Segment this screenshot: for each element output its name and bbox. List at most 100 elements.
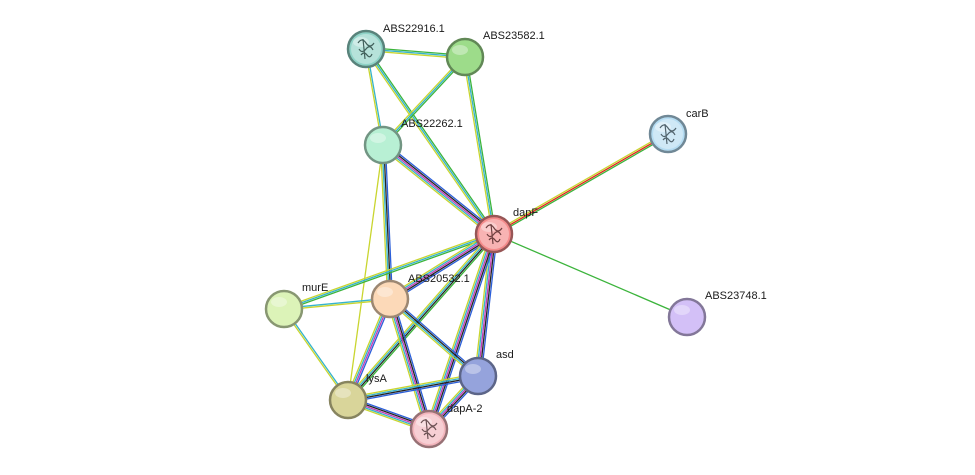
- edge-ABS20532.1-asd[interactable]: [387, 296, 481, 379]
- protein-structure-icon: [659, 123, 677, 145]
- edge-evidence-database: [426, 232, 494, 430]
- node-circle: [445, 37, 485, 77]
- node-ABS22262.1[interactable]: [363, 125, 403, 165]
- node-highlight: [416, 417, 432, 427]
- edge-evidence-cooccurrence: [390, 296, 481, 375]
- edge-evidence-experiments: [382, 144, 495, 235]
- edge-evidence-cooccurrence: [431, 234, 498, 431]
- edge-evidence-neighborhood: [366, 47, 496, 234]
- nodes-layer: [264, 29, 707, 449]
- edge-evidence-database: [347, 374, 479, 400]
- node-label-ABS20532.1: ABS20532.1: [408, 273, 470, 285]
- node-murE[interactable]: [264, 289, 304, 329]
- edge-evidence-cooccurrence: [480, 233, 498, 378]
- node-circle: [363, 125, 403, 165]
- edge-evidence-coexpression: [383, 144, 392, 300]
- node-label-ABS23748.1: ABS23748.1: [705, 290, 767, 302]
- edge-evidence-textmining: [492, 131, 668, 234]
- node-highlight: [481, 222, 497, 232]
- node-label-ABS22262.1: ABS22262.1: [401, 118, 463, 130]
- node-label-dapA-2: dapA-2: [447, 403, 482, 415]
- edge-evidence-coexpression: [347, 233, 496, 402]
- edge-ABS22262.1-dapF[interactable]: [380, 141, 497, 238]
- labels-layer: ABS22916.1ABS23582.1ABS22262.1carBdapFmu…: [302, 23, 767, 415]
- node-asd[interactable]: [458, 356, 498, 396]
- edge-evidence-textmining: [387, 300, 478, 379]
- edge-ABS23582.1-ABS22262.1[interactable]: [381, 55, 467, 147]
- node-highlight: [452, 45, 468, 55]
- node-label-ABS22916.1: ABS22916.1: [383, 23, 445, 35]
- edge-evidence-fusion: [493, 133, 669, 235]
- edge-evidence-coexpression: [389, 297, 480, 377]
- edge-carB-dapF[interactable]: [492, 131, 670, 237]
- edge-evidence-neighborhood: [494, 134, 670, 237]
- node-highlight: [465, 364, 481, 374]
- edge-evidence-database: [388, 231, 494, 299]
- edge-ABS20532.1-dapA-2[interactable]: [386, 297, 433, 431]
- edge-dapF-dapA-2[interactable]: [425, 232, 498, 431]
- edge-evidence-coexpression: [383, 143, 496, 234]
- node-ABS23748.1[interactable]: [667, 297, 707, 337]
- edge-evidence-neighborhood: [465, 56, 497, 235]
- protein-structure-icon: [420, 418, 438, 440]
- edge-evidence-database: [283, 233, 495, 310]
- node-dapA-2[interactable]: [409, 409, 449, 449]
- edge-ABS22262.1-lysA[interactable]: [347, 144, 384, 401]
- edge-evidence-textmining: [387, 230, 493, 297]
- edge-evidence-textmining: [346, 372, 479, 399]
- edge-evidence-textmining: [425, 232, 492, 429]
- edge-evidence-neighborhood: [493, 233, 688, 318]
- node-ABS20532.1[interactable]: [370, 279, 410, 319]
- edge-ABS23582.1-dapF[interactable]: [462, 56, 497, 235]
- node-circle: [667, 297, 707, 337]
- edge-dapF-lysA[interactable]: [345, 231, 497, 403]
- node-highlight: [655, 122, 671, 132]
- edge-evidence-database: [346, 232, 495, 401]
- edge-evidence-textmining: [282, 231, 495, 309]
- node-ABS23582.1[interactable]: [445, 37, 485, 77]
- node-label-ABS23582.1: ABS23582.1: [483, 30, 545, 42]
- edge-evidence-database: [464, 56, 495, 235]
- edge-evidence-textmining: [364, 49, 494, 236]
- node-label-asd: asd: [496, 349, 514, 361]
- node-carB[interactable]: [648, 114, 688, 154]
- node-highlight: [271, 297, 287, 307]
- node-highlight: [335, 388, 351, 398]
- node-circle: [370, 279, 410, 319]
- edge-evidence-textmining: [380, 146, 493, 238]
- node-label-murE: murE: [302, 282, 328, 294]
- edge-evidence-cooccurrence: [384, 141, 497, 233]
- edge-evidence-experiments: [428, 233, 495, 430]
- edge-evidence-textmining: [386, 299, 427, 431]
- node-highlight: [353, 37, 369, 47]
- node-label-carB: carB: [686, 108, 709, 120]
- node-dapF[interactable]: [474, 214, 514, 254]
- edge-evidence-experiments: [477, 233, 495, 377]
- edge-evidence-cooccurrence: [347, 377, 480, 404]
- edge-evidence-textmining: [462, 56, 494, 235]
- node-ABS22916.1[interactable]: [346, 29, 386, 69]
- node-highlight: [370, 133, 386, 143]
- edge-evidence-cooccurrence: [392, 297, 433, 429]
- edge-asd-lysA[interactable]: [346, 372, 480, 404]
- edge-dapF-murE[interactable]: [282, 231, 496, 312]
- node-lysA[interactable]: [328, 380, 368, 420]
- node-highlight: [674, 305, 690, 315]
- edge-dapF-ABS23748.1[interactable]: [493, 233, 688, 318]
- node-circle: [458, 356, 498, 396]
- edge-evidence-coexpression: [429, 233, 497, 431]
- node-circle: [328, 380, 368, 420]
- edge-evidence-database: [388, 298, 479, 378]
- edge-evidence-coexpression: [390, 234, 496, 302]
- edge-evidence-coexpression: [478, 233, 497, 377]
- edge-evidence-textmining: [381, 55, 465, 145]
- node-label-lysA: lysA: [366, 373, 387, 385]
- edge-evidence-neighborhood: [349, 234, 497, 403]
- node-circle: [264, 289, 304, 329]
- edge-evidence-database: [381, 145, 494, 236]
- edge-evidence-cooccurrence: [384, 144, 394, 300]
- edge-evidence-database: [387, 298, 429, 431]
- edge-evidence-database: [365, 48, 495, 235]
- edge-ABS22916.1-dapF[interactable]: [364, 47, 496, 236]
